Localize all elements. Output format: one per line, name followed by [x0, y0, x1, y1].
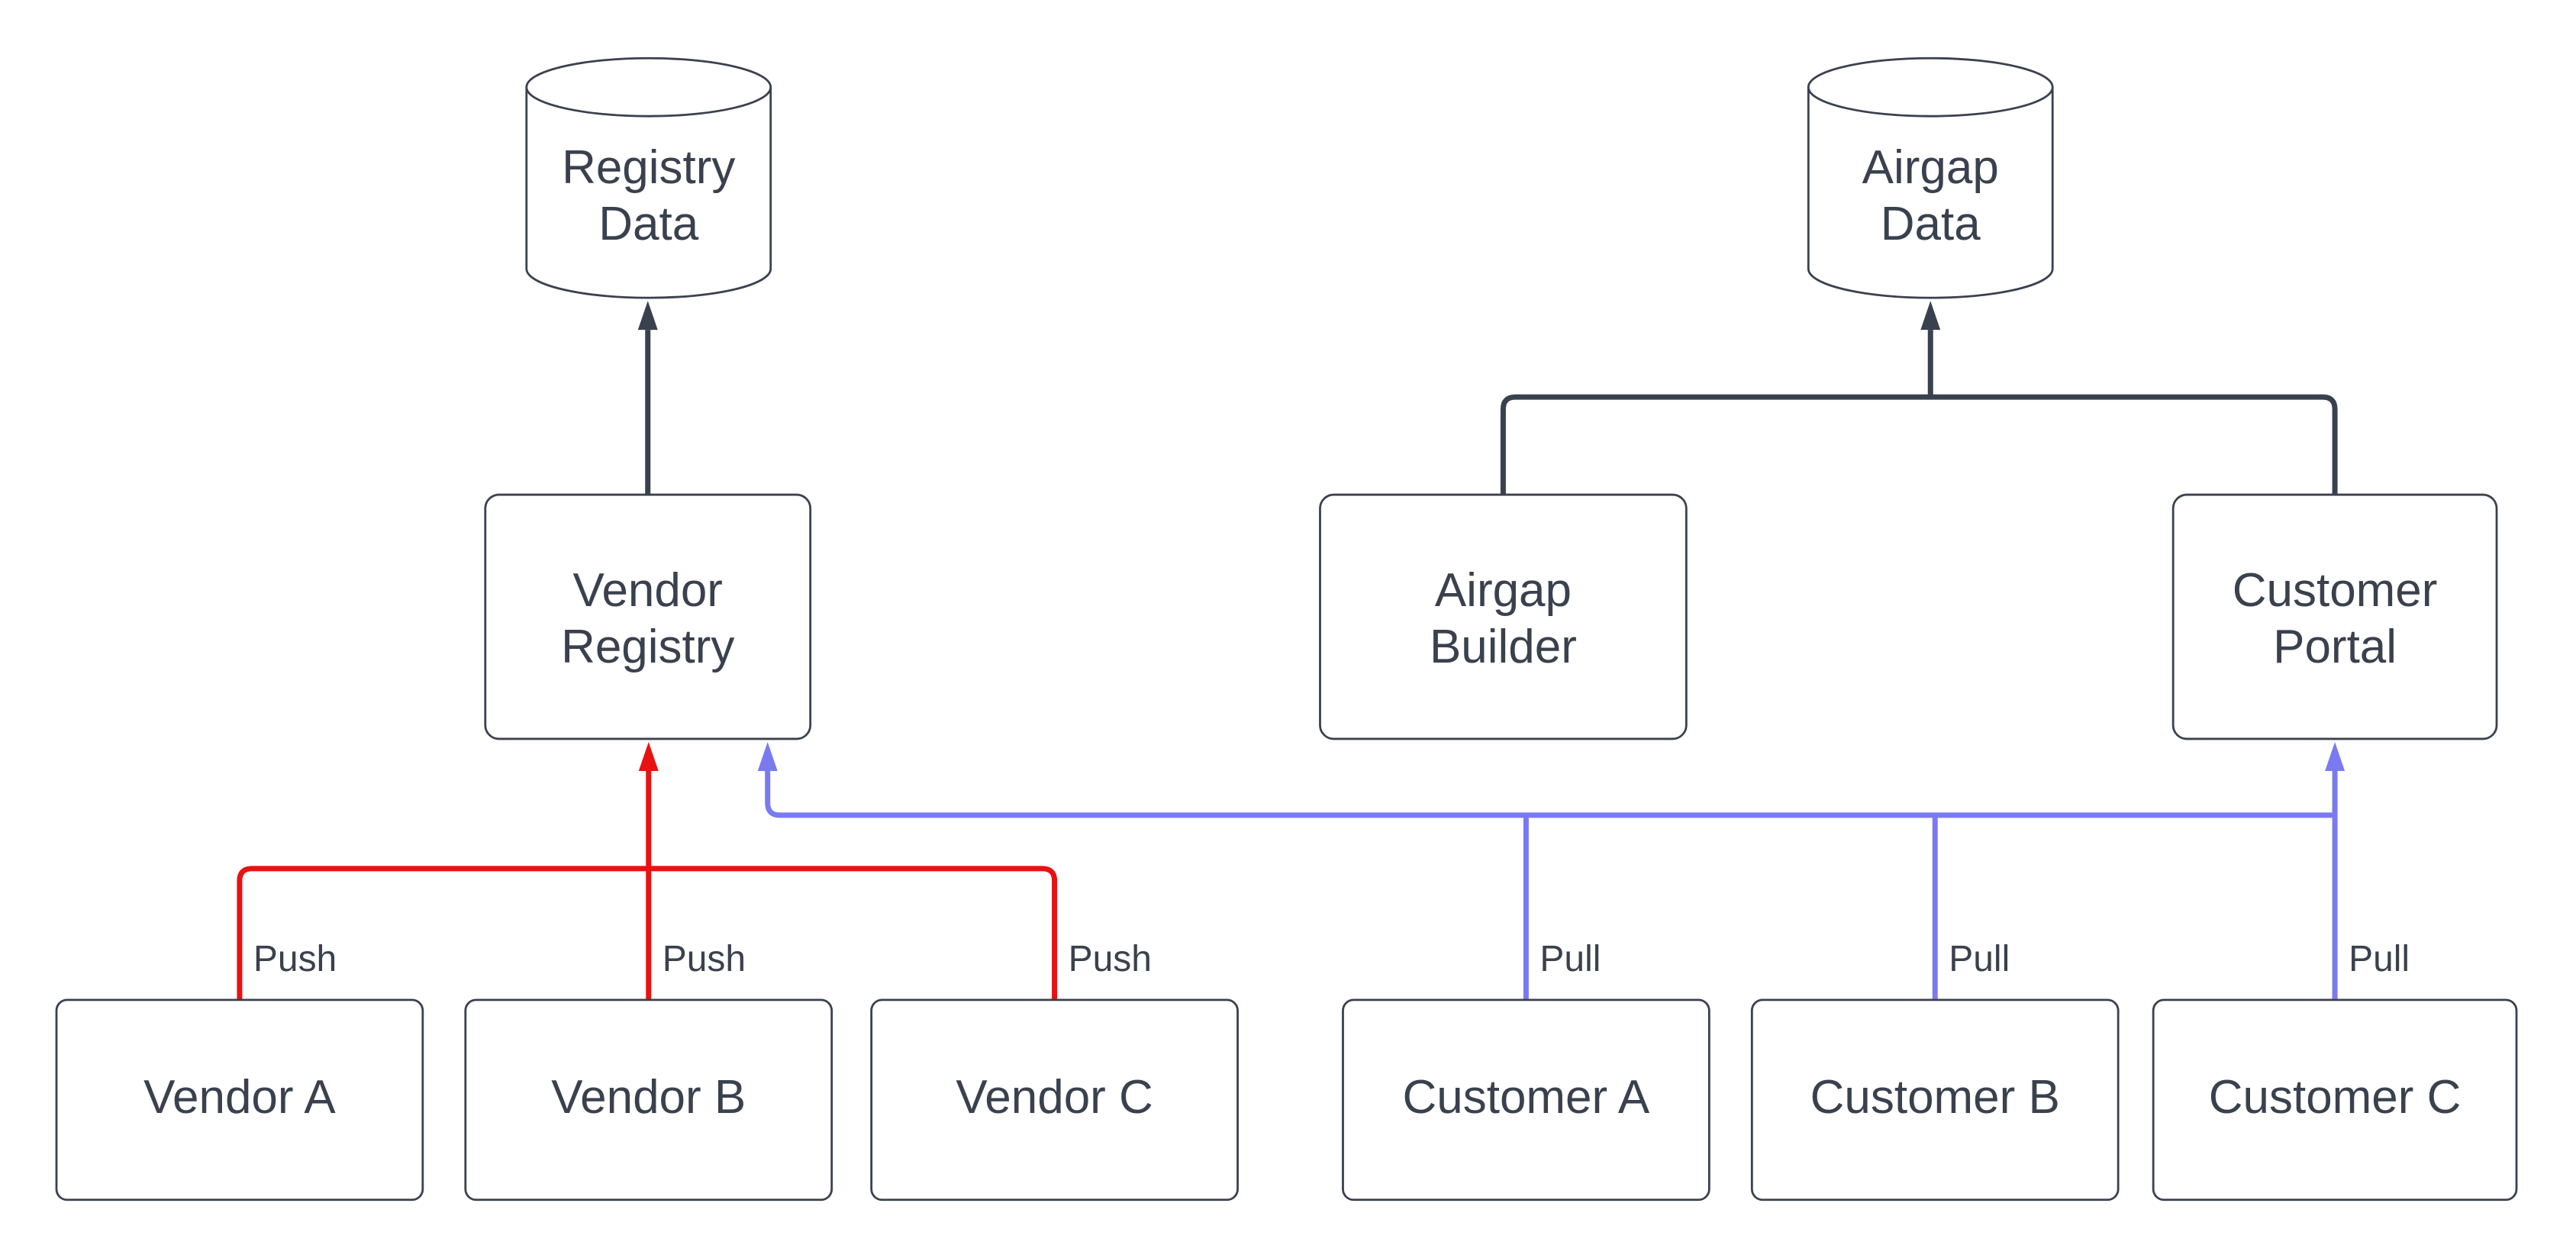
edges-pull-blue [757, 741, 2345, 1000]
edge-label-push-b: Push [663, 939, 746, 979]
edge-tree-bar [1500, 394, 2338, 495]
node-vendor-c: Vendor C [870, 998, 1239, 1202]
edges-push-red [237, 741, 1058, 1000]
arrowhead-red-into-vendor-registry [638, 741, 659, 771]
cylinder-top [1807, 56, 2054, 118]
box [55, 998, 424, 1202]
box [484, 493, 812, 740]
box [1342, 998, 1710, 1202]
node-customer-b: Customer B [1750, 998, 2120, 1202]
edge-label-push-a: Push [253, 939, 337, 979]
node-customer-c: Customer C [2152, 998, 2518, 1202]
node-customer-a: Customer A [1342, 998, 1710, 1202]
box [2152, 998, 2518, 1202]
edge-label-pull-b: Pull [1949, 939, 2010, 979]
box [870, 998, 1239, 1202]
cylinder-body [525, 87, 772, 299]
edge-label-pull-a: Pull [1539, 939, 1601, 979]
node-label-customer-a: Customer A [1403, 1071, 1650, 1124]
node-label-vendor-b: Vendor B [551, 1071, 746, 1124]
edge-pull-trunk [765, 770, 2336, 818]
arrowhead-into-registry-data [637, 301, 658, 331]
cylinder-top [525, 56, 772, 118]
box [1319, 493, 1688, 740]
box [2171, 493, 2498, 740]
edge-label-pull-c: Pull [2349, 939, 2410, 979]
node-vendor-b: Vendor B [464, 998, 833, 1202]
edge-vendor-registry-to-registry-data [637, 301, 658, 495]
node-label-vendor-c: Vendor C [956, 1071, 1153, 1124]
edge-builder-and-portal-to-airgap-data [1500, 301, 2338, 495]
cylinder-body [1807, 87, 2054, 299]
box [464, 998, 833, 1202]
node-label-customer-c: Customer C [2209, 1071, 2462, 1124]
arrowhead-into-airgap-data [1920, 301, 1941, 331]
node-label-vendor-a: Vendor A [143, 1071, 336, 1124]
arrowhead-blue-into-vendor-registry [757, 741, 778, 771]
node-vendor-a: Vendor A [55, 998, 424, 1202]
box [1750, 998, 2120, 1202]
edge-label-push-c: Push [1069, 939, 1152, 979]
node-label-customer-b: Customer B [1810, 1071, 2060, 1124]
arrowhead-blue-into-customer-portal [2325, 741, 2345, 771]
